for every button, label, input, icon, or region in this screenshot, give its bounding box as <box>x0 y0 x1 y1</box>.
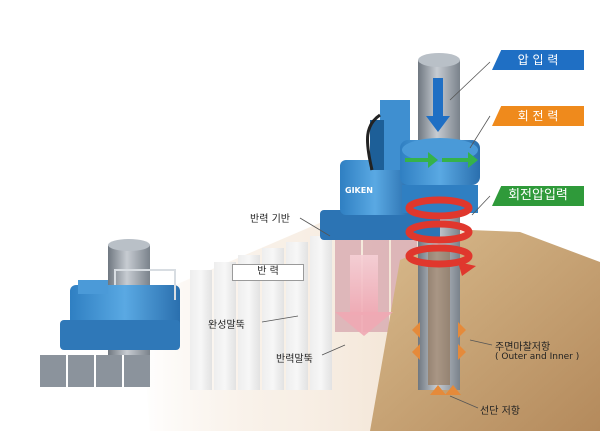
brand-logo-text: GIKEN <box>345 186 373 195</box>
press-in-force-tag: 압 입 력 <box>492 50 584 70</box>
completed-piles-label: 완성말뚝 <box>208 320 245 331</box>
reaction-arrow <box>335 255 393 336</box>
down-arrow-icon <box>426 78 450 132</box>
reaction-piles-label: 반력말뚝 <box>276 354 313 365</box>
small-press-machine <box>40 239 180 387</box>
rotation-force-tag: 회 전 력 <box>492 106 584 126</box>
reaction-box: 반 력 <box>232 264 304 281</box>
skin-friction-arrows <box>412 322 466 395</box>
rotation-arrow-icon <box>405 152 478 168</box>
reaction-base-label: 반력 기반 <box>250 214 290 225</box>
leader-lines <box>261 61 493 409</box>
soil-cross-section <box>370 230 600 431</box>
skin-friction-sub-label: ( Outer and Inner ) <box>495 352 580 362</box>
skin-friction-label: 주면마찰저항 <box>495 342 551 353</box>
helix-icon <box>405 196 476 276</box>
tip-resistance-label: 선단 저항 <box>480 406 520 417</box>
rotary-press-in-force-tag: 회전압입력 <box>492 186 584 206</box>
